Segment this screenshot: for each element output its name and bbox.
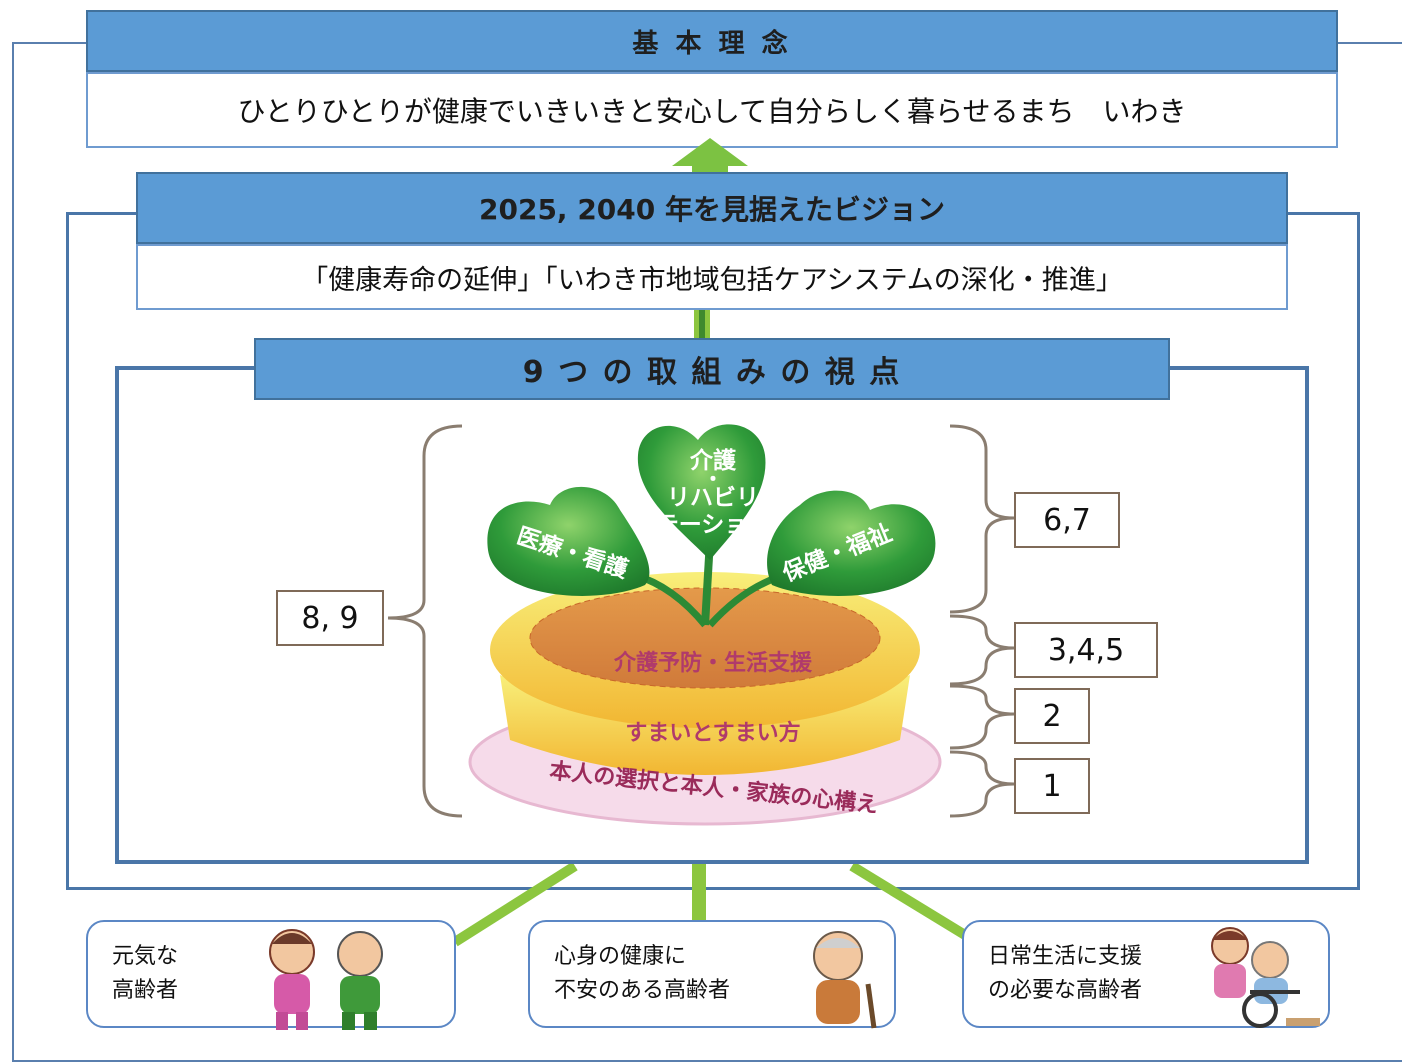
leaf-center-label-1: 介護 (689, 447, 737, 474)
brackets (387, 424, 1015, 818)
up-arrow-icon (672, 138, 748, 176)
wheelchair-elder-icon (1211, 927, 1320, 1028)
philosophy-title: 基 本 理 念 (632, 28, 792, 59)
vision-text: 「健康寿命の延伸」「いわき市地域包括ケアシステムの深化・推進」 (301, 264, 1123, 296)
card-healthy (86, 920, 456, 1028)
right-bracket-2 (949, 684, 1015, 750)
label-1: 1 (1014, 758, 1090, 814)
label-8-9-text: 8, 9 (301, 600, 359, 636)
card-support-text: 日常生活に支援 の必要な高齢者 (988, 944, 1143, 1003)
perspectives-header: 9 つ の 取 組 み の 視 点 (254, 338, 1170, 400)
leaf-center-label-2: ・ (703, 467, 723, 491)
label-1-text: 1 (1042, 768, 1062, 804)
anxious-elder-icon (813, 931, 877, 1029)
card-anxious-text: 心身の健康に 不安のある高齢者 (554, 944, 731, 1003)
soil-label: 介護予防・生活支援 (613, 650, 813, 676)
philosophy-text: ひとりひとりが健康でいきいきと安心して自分らしく暮らせるまち いわき (237, 95, 1187, 128)
card-healthy-text: 元気な 高齢者 (112, 944, 179, 1003)
perspectives-title: 9 つ の 取 組 み の 視 点 (522, 355, 902, 390)
label-3-4-5-text: 3,4,5 (1047, 632, 1125, 668)
leaf-center-label-4: テーション (656, 512, 771, 538)
philosophy-header: 基 本 理 念 (86, 10, 1338, 72)
label-2: 2 (1014, 688, 1090, 744)
vision-title: 2025, 2040 年を見据えたビジョン (479, 193, 945, 226)
leaf-center-label-3: リハビリ (667, 485, 759, 511)
right-bracket-67 (949, 424, 1015, 614)
label-6-7-text: 6,7 (1043, 502, 1091, 538)
pot-label: すまいとすまい方 (625, 720, 800, 746)
plant-illustration: 医療・看護 介護 ・ リハビリ テーション 保健・福祉 介護予防・生活支援 すま… (468, 424, 942, 826)
label-3-4-5: 3,4,5 (1014, 622, 1158, 678)
healthy-elders-icon (269, 929, 383, 1030)
leaf-center (637, 424, 766, 560)
label-6-7: 6,7 (1014, 492, 1120, 548)
vision-header: 2025, 2040 年を見据えたビジョン (136, 172, 1288, 244)
left-bracket (387, 424, 463, 818)
label-2-text: 2 (1042, 698, 1062, 734)
right-bracket-345 (949, 614, 1015, 686)
right-bracket-1 (949, 750, 1015, 818)
leaf-right (767, 490, 936, 596)
leaf-left (487, 486, 650, 596)
philosophy-body: ひとりひとりが健康でいきいきと安心して自分らしく暮らせるまち いわき (86, 72, 1338, 148)
connector-lines (452, 310, 968, 947)
label-8-9: 8, 9 (276, 590, 384, 646)
vision-body: 「健康寿命の延伸」「いわき市地域包括ケアシステムの深化・推進」 (136, 244, 1288, 310)
